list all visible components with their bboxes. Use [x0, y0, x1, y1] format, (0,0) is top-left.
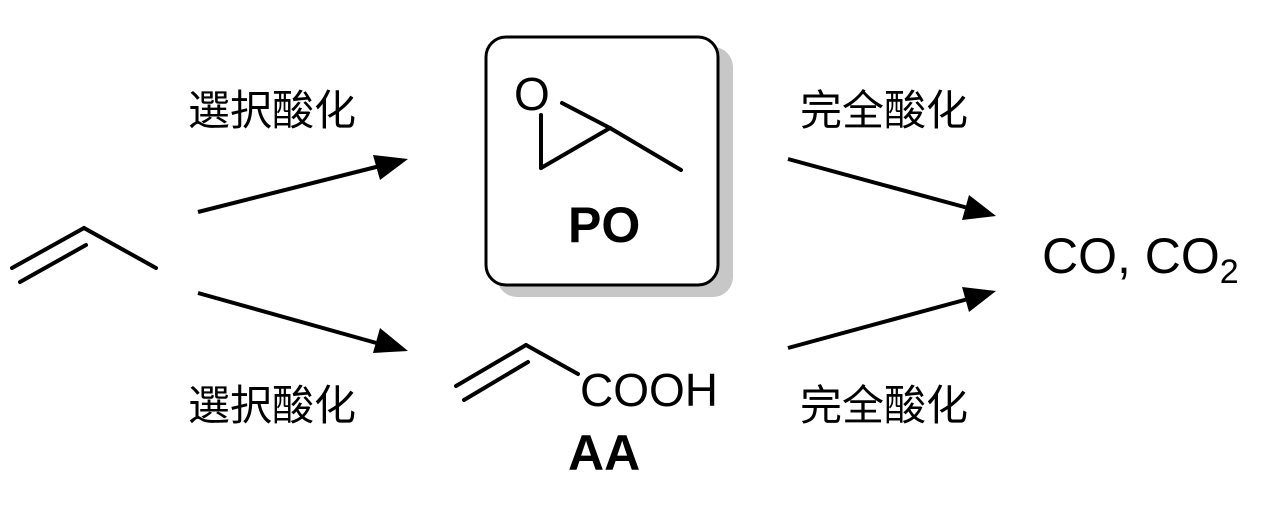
label-selective-oxidation-bottom: 選択酸化 [188, 381, 356, 430]
po-code: PO [568, 197, 640, 253]
po-bond-o-to-ch [560, 101, 612, 130]
products-main-text: CO, CO [1042, 228, 1220, 284]
arrow-selective-to-aa [197, 291, 408, 353]
po-structure: O [514, 68, 683, 172]
aa-double-bond-outer [454, 343, 528, 388]
po-box [484, 35, 720, 287]
aa-double-bond-inner [462, 360, 530, 402]
arrow-selective-to-po [197, 155, 408, 214]
products-subscript: 2 [1220, 253, 1239, 291]
aa-structure: COOH [454, 343, 718, 416]
arrow-complete-from-aa [787, 287, 996, 350]
propylene-structure [10, 226, 158, 284]
label-complete-oxidation-top: 完全酸化 [800, 86, 968, 135]
aa-carboxyl-group: COOH [580, 364, 718, 416]
propylene-double-bond-inner [18, 243, 88, 284]
label-complete-oxidation-bottom: 完全酸化 [800, 381, 968, 430]
po-oxygen-atom: O [514, 68, 550, 120]
po-highlight-box [484, 35, 733, 297]
aa-code: AA [568, 425, 640, 481]
label-selective-oxidation-top: 選択酸化 [188, 86, 356, 135]
arrow-complete-from-po [787, 157, 996, 220]
po-bond-methyl [608, 126, 683, 172]
propylene-single-bond [82, 226, 158, 270]
propylene-double-bond-outer [10, 226, 86, 270]
po-bond-ch2-to-ch [539, 126, 612, 170]
aa-bond-to-carboxyl [524, 343, 580, 376]
products-co-co2: CO, CO2 [1042, 228, 1239, 291]
